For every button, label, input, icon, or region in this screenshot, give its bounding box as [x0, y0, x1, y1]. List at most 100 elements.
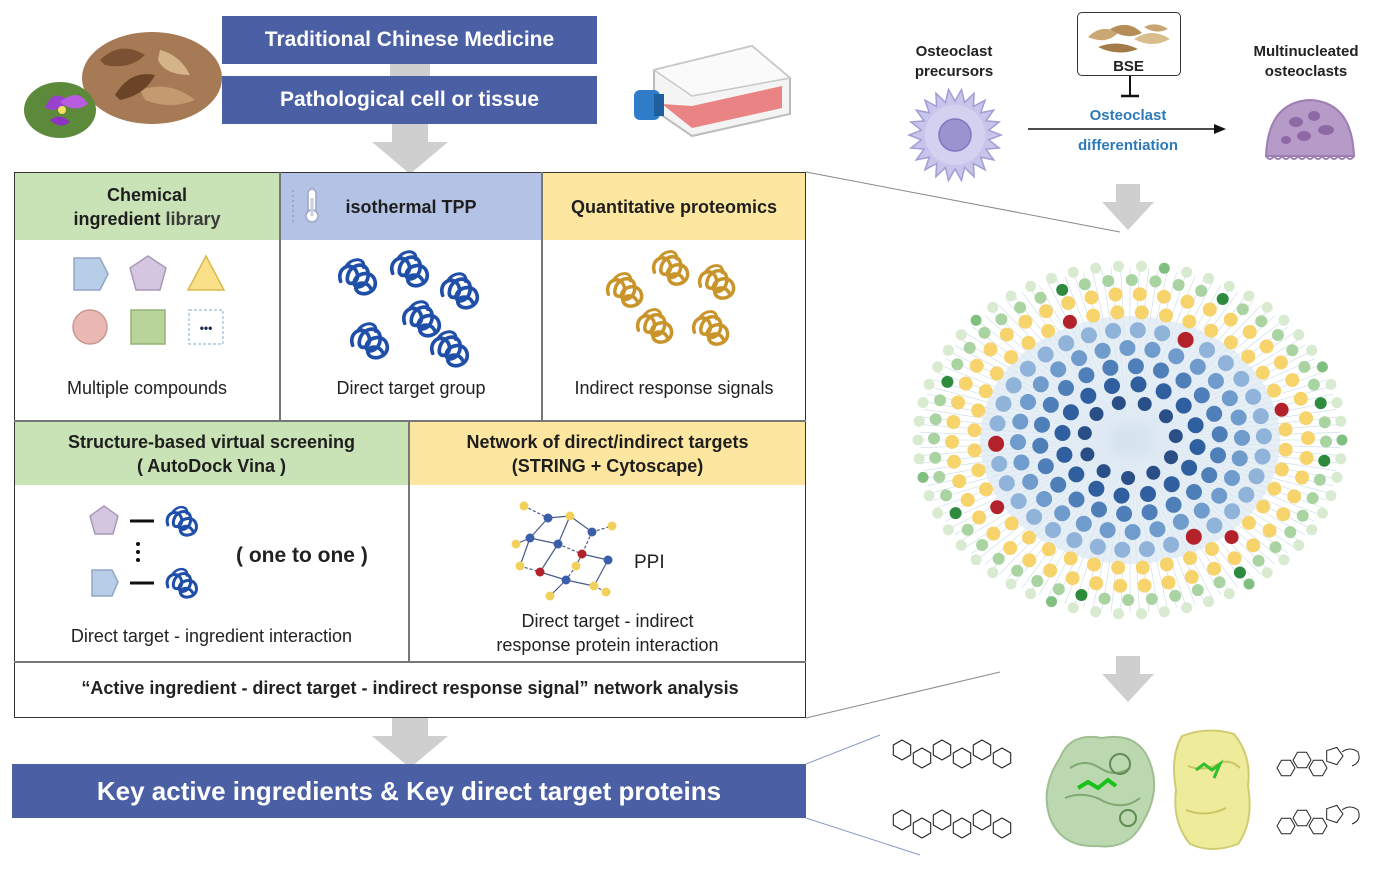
- network-node: [1138, 541, 1155, 558]
- network-node: [1046, 272, 1057, 284]
- network-node: [1146, 465, 1161, 480]
- network-node: [1213, 576, 1226, 589]
- network-node: [1136, 260, 1147, 272]
- network-node: [1314, 397, 1327, 410]
- network-node: [1241, 349, 1256, 364]
- network-node: [929, 413, 942, 426]
- protein-icon: [349, 322, 389, 360]
- tpp-caption: Direct target group: [336, 378, 486, 398]
- network-node: [1018, 314, 1033, 329]
- network-node: [1278, 442, 1293, 457]
- network-node: [1331, 471, 1343, 483]
- network-node: [1316, 361, 1328, 373]
- steroid-structure-2: [1276, 804, 1360, 835]
- network-node: [947, 454, 961, 469]
- network-node: [1262, 523, 1277, 538]
- osteoclast-cell-icon: [1264, 98, 1356, 160]
- network-node: [1299, 451, 1314, 465]
- network-node: [999, 327, 1014, 342]
- network-node: [1172, 513, 1189, 530]
- network-node: [1163, 536, 1180, 553]
- network-node: [1278, 554, 1290, 566]
- network-node: [1114, 541, 1131, 558]
- network-node: [1124, 524, 1141, 540]
- network-node: [1159, 409, 1173, 424]
- network-node: [1316, 507, 1328, 519]
- network-node: [1011, 564, 1024, 577]
- network-title-line1: Network of direct/indirect targets: [466, 431, 749, 452]
- network-node: [1058, 380, 1074, 396]
- network-node: [1236, 303, 1249, 316]
- protein-surface-green: [1045, 736, 1156, 848]
- key-results-bar: Key active ingredients & Key direct targ…: [12, 764, 806, 818]
- network-node: [923, 490, 935, 502]
- network-node: [1269, 541, 1282, 554]
- network-node: [987, 301, 999, 313]
- network-node: [1223, 588, 1235, 600]
- network-node: [1080, 387, 1097, 404]
- network-node: [1054, 425, 1071, 441]
- precursor-cell-icon: [906, 87, 1004, 183]
- network-node: [1010, 434, 1026, 451]
- network-node: [519, 501, 529, 511]
- network-node: [607, 521, 617, 531]
- network-node: [941, 375, 954, 388]
- network-node: [1180, 294, 1195, 309]
- network-node: [1077, 426, 1092, 441]
- network-node: [913, 415, 925, 427]
- network-node: [1274, 402, 1289, 417]
- network-node: [1065, 571, 1080, 586]
- network-node: [917, 471, 929, 483]
- network-node: [1075, 515, 1092, 532]
- divider: [408, 420, 410, 661]
- network-node: [932, 507, 944, 519]
- proteomics-header: Quantitative proteomics: [543, 173, 805, 240]
- multinucleated-line1: Multinucleated: [1253, 43, 1359, 60]
- network-node: [1089, 407, 1104, 421]
- protein-icon: [651, 250, 690, 286]
- network-node: [1201, 467, 1218, 484]
- network-node: [934, 394, 947, 407]
- network-title-line2: (STRING + Cytoscape): [511, 455, 704, 476]
- network-node: [1108, 287, 1123, 302]
- network-node: [1255, 428, 1272, 445]
- network-node: [1285, 373, 1300, 388]
- network-node: [1306, 492, 1319, 505]
- down-arrow-icon: [1102, 656, 1154, 702]
- network-node: [1034, 291, 1047, 304]
- network-node: [1184, 569, 1199, 584]
- network-node: [1158, 262, 1170, 274]
- library-header: Chemical ingredient library: [15, 173, 279, 240]
- network-node: [1211, 487, 1228, 504]
- network-node: [969, 358, 984, 373]
- network-node: [1293, 329, 1305, 341]
- network-node: [1204, 323, 1219, 338]
- network-node: [1234, 429, 1250, 446]
- network-node: [942, 524, 954, 536]
- network-node: [1248, 468, 1265, 485]
- network-node: [978, 384, 993, 399]
- precursors-line1: Osteoclast: [915, 43, 993, 60]
- network-node: [1122, 594, 1135, 606]
- network-node: [1099, 522, 1116, 539]
- divider: [279, 172, 281, 420]
- network-node: [967, 423, 982, 438]
- interaction-network: [912, 260, 1348, 620]
- network-node: [535, 567, 545, 577]
- herb-image: [24, 32, 222, 138]
- network-node: [1136, 608, 1147, 620]
- network-node: [571, 561, 581, 571]
- network-node: [951, 358, 964, 371]
- network-node: [1336, 434, 1348, 446]
- network-node: [1094, 342, 1111, 359]
- protein-icon: [337, 258, 377, 296]
- network-node: [1113, 608, 1124, 620]
- precursors-label: Osteoclast precursors: [896, 42, 1012, 82]
- network-node: [1042, 396, 1059, 413]
- network-node: [1004, 516, 1019, 531]
- network-node: [951, 395, 965, 410]
- network-node: [1168, 348, 1185, 365]
- divider: [541, 172, 543, 420]
- network-node: [1267, 383, 1281, 398]
- network-node: [1193, 502, 1210, 519]
